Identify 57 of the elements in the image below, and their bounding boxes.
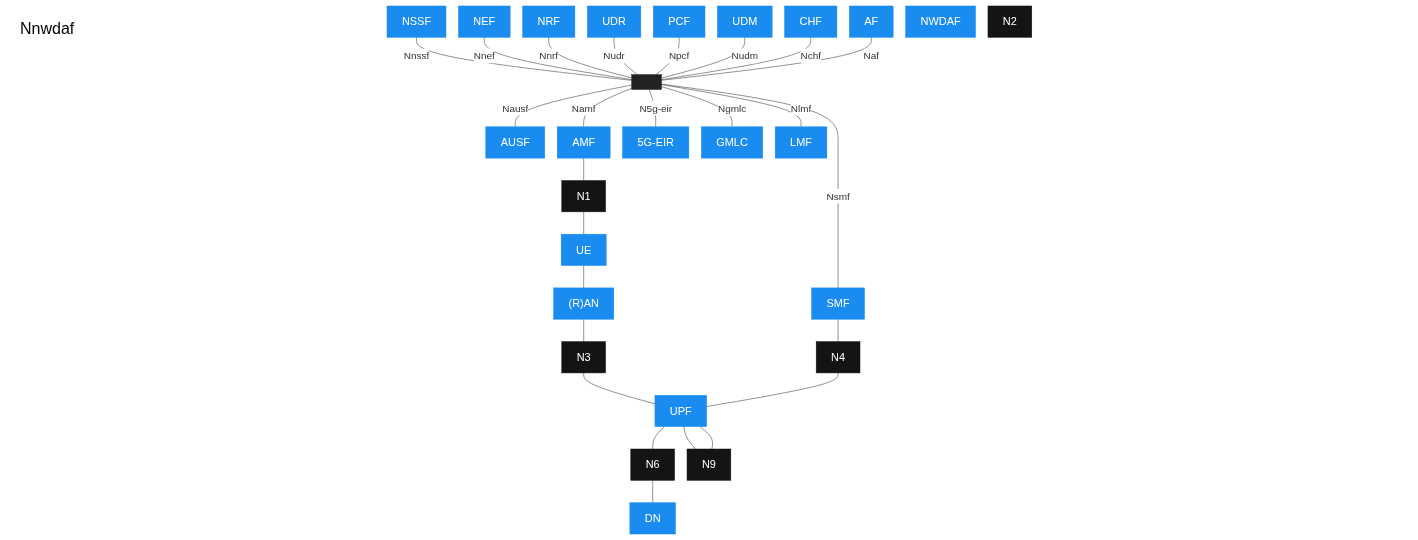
node-box: UDR	[586, 5, 641, 38]
edge-label: Nsmf	[826, 190, 850, 202]
edge-label: Nudr	[602, 50, 625, 62]
node-box: SMF	[811, 287, 865, 320]
node-box: AF	[848, 5, 894, 38]
node-box: NSSF	[386, 5, 446, 38]
edge-label: Nudm	[731, 50, 758, 62]
node-box: NRF	[521, 5, 575, 38]
node-box: LMF	[774, 126, 827, 159]
edge-label: Nausf	[501, 102, 528, 114]
connector	[583, 211, 584, 235]
node-box: AUSF	[485, 126, 545, 159]
connector	[683, 426, 696, 450]
connector	[706, 372, 838, 407]
node-box: N6	[630, 448, 675, 481]
node-box: AMF	[556, 126, 610, 159]
edge-label: Nchf	[800, 50, 821, 62]
node-box: N4	[815, 341, 860, 374]
node-box: PCF	[652, 5, 705, 38]
node-box: NEF	[457, 5, 510, 38]
node-box: N9	[686, 448, 731, 481]
connector	[652, 426, 665, 450]
connector	[583, 157, 584, 181]
edge-label: Nnrf	[538, 50, 558, 62]
connector	[583, 372, 655, 405]
connector	[548, 37, 632, 79]
connector	[483, 37, 632, 80]
node-box: NWDAF	[904, 5, 976, 38]
node-box: N1	[561, 180, 606, 213]
edge-label: Ngmlc	[717, 102, 746, 114]
edge-label: Namf	[571, 102, 596, 114]
node-box: N2	[987, 5, 1032, 38]
edge-label: N5g-eir	[639, 102, 672, 114]
node-box: UPF	[654, 395, 707, 427]
node-box: GMLC	[700, 126, 763, 159]
connector	[699, 426, 713, 450]
connector	[415, 37, 632, 81]
node-box: UE	[560, 233, 607, 266]
connector	[583, 318, 584, 342]
node-box: CHF	[783, 5, 837, 38]
edge-label: Nnef	[473, 50, 495, 62]
connector	[514, 84, 632, 128]
connector	[583, 88, 632, 128]
node-box: (R)AN	[552, 287, 614, 320]
edge-label: Npcf	[668, 50, 689, 62]
node-box: N3	[561, 341, 606, 374]
edge-label: Naf	[863, 50, 879, 62]
node-box: UDM	[716, 5, 773, 38]
node-box: 5G-EIR	[621, 126, 689, 159]
connector	[837, 318, 838, 342]
connector	[613, 37, 638, 75]
node-box: DN	[629, 502, 676, 535]
edge-label: Nlmf	[790, 102, 811, 114]
edge-label: Nnssf	[403, 50, 429, 62]
interface-label: Nnwdaf	[20, 20, 75, 38]
connector	[652, 480, 653, 503]
node-bar	[631, 74, 662, 90]
